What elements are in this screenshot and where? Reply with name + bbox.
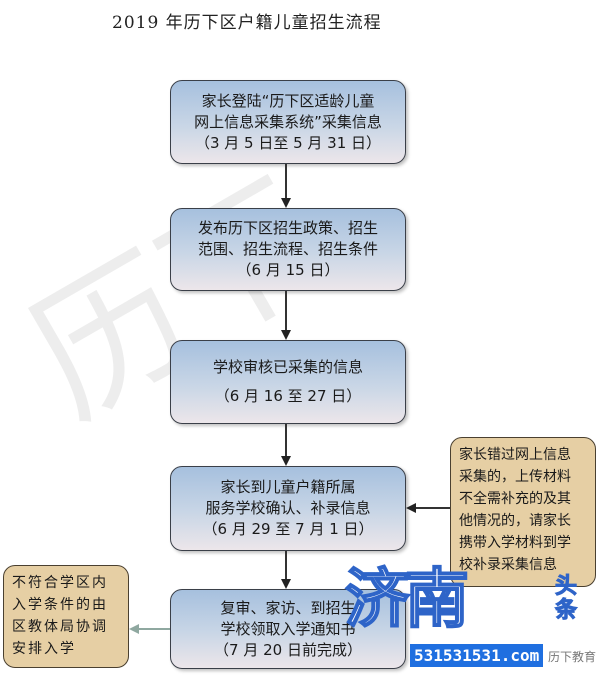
connector (285, 551, 287, 579)
arrow-left-icon (406, 503, 416, 513)
connector (416, 507, 450, 509)
arrow-down-icon (281, 456, 291, 466)
note-text: 采集的，上传材料 (459, 469, 571, 485)
arrow-down-icon (281, 579, 291, 589)
step-text: 服务学校确认、补录信息 (205, 499, 371, 517)
step-text: 家长到儿童户籍所属 (220, 478, 356, 496)
step-text: （6 月 15 日） (236, 261, 340, 279)
connector (285, 291, 287, 330)
step-3-box: 学校审核已采集的信息 （6 月 16 至 27 日） (170, 340, 406, 424)
step-text: 学校领取入学通知书 (220, 619, 356, 638)
step-text: （3 月 5 日至 5 月 31 日） (194, 133, 382, 152)
watermark-source: 历下教育 (548, 650, 597, 664)
note-text: 入学条件的由 (12, 597, 108, 613)
step-text: 家长登陆“历下区适龄儿童 (201, 91, 375, 110)
side-note-right: 家长错过网上信息 采集的，上传材料 不全需补充的及其 他情况的，请家长 携带入学… (450, 437, 596, 587)
step-1-box: 家长登陆“历下区适龄儿童 网上信息采集系统”采集信息 （3 月 5 日至 5 月… (170, 80, 406, 164)
page-title: 2019 年历下区户籍儿童招生流程 (112, 13, 382, 33)
connector (139, 628, 170, 630)
step-text: 复审、家访、到招生 (220, 598, 356, 617)
step-text: （7 月 20 日前完成） (214, 640, 362, 659)
step-text: （6 月 29 至 7 月 1 日） (202, 520, 374, 538)
step-text: 网上信息采集系统”采集信息 (194, 112, 382, 131)
step-5-box: 复审、家访、到招生 学校领取入学通知书 （7 月 20 日前完成） (170, 589, 406, 669)
note-text: 校补录采集信息 (459, 557, 557, 573)
note-text: 不全需补充的及其 (459, 491, 571, 507)
step-text: 范围、招生流程、招生条件 (197, 240, 378, 258)
step-4-box: 家长到儿童户籍所属 服务学校确认、补录信息 （6 月 29 至 7 月 1 日） (170, 466, 406, 551)
note-text: 安排入学 (12, 641, 76, 657)
step-text: （6 月 16 至 27 日） (214, 387, 362, 405)
watermark-logo: 济南 (344, 561, 470, 638)
note-text: 携带入学材料到学 (459, 535, 571, 551)
arrow-left-icon (129, 624, 139, 634)
arrow-down-icon (281, 330, 291, 340)
connector (285, 424, 287, 456)
arrow-down-icon (281, 198, 291, 208)
connector (285, 164, 287, 198)
note-text: 不符合学区内 (12, 575, 108, 591)
note-text: 家长错过网上信息 (459, 447, 571, 463)
watermark-logo-side: 头条 (555, 574, 578, 623)
watermark-url: 531531531.com (410, 644, 544, 667)
step-text: 发布历下区招生政策、招生 (197, 219, 378, 237)
step-2-box: 发布历下区招生政策、招生 范围、招生流程、招生条件 （6 月 15 日） (170, 208, 406, 291)
note-text: 他情况的，请家长 (459, 513, 571, 529)
note-text: 区教体局协调 (12, 619, 108, 635)
side-note-left: 不符合学区内 入学条件的由 区教体局协调 安排入学 (3, 565, 129, 668)
step-text: 学校审核已采集的信息 (212, 358, 363, 376)
